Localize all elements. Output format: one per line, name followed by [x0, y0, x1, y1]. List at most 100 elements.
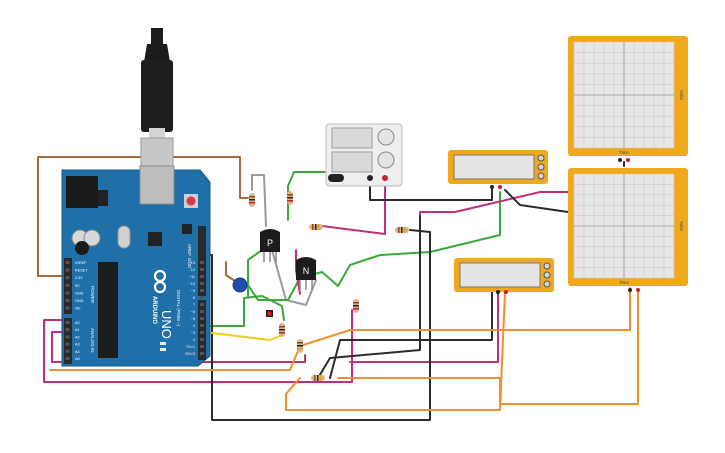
oscilloscope-top-probe-red[interactable] — [626, 158, 630, 162]
multimeter-bottom[interactable] — [454, 258, 554, 294]
resistor-1[interactable] — [249, 193, 255, 207]
digital-pin-hole[interactable] — [200, 296, 204, 299]
wire-green-low[interactable] — [203, 295, 285, 327]
digital-pin-hole[interactable] — [200, 310, 204, 313]
oscilloscope-top[interactable]: Time Volts — [568, 36, 688, 162]
voltage-knob[interactable] — [377, 128, 395, 146]
supply-display-current — [331, 151, 373, 173]
digital-pin-11: 2 — [193, 338, 195, 342]
supply-terminal-pos[interactable] — [382, 175, 388, 181]
power-pin-hole[interactable] — [65, 268, 70, 272]
power-pin-hole[interactable] — [65, 283, 70, 287]
analog-pin-hole[interactable] — [65, 357, 70, 360]
resistor-8[interactable] — [311, 375, 325, 381]
led-tx — [160, 348, 166, 351]
analog-pin-hole[interactable] — [65, 349, 70, 353]
wire-black-2[interactable] — [504, 189, 569, 213]
usb-cable[interactable] — [140, 28, 174, 169]
digital-pin-12: TX>1 — [186, 345, 195, 349]
digital-pin-9: 4 — [193, 324, 195, 328]
wire-orange-1[interactable] — [49, 287, 631, 371]
wire-black-5[interactable] — [329, 289, 493, 379]
atmega-chip — [98, 262, 118, 358]
pnp-transistor[interactable]: P — [260, 229, 280, 262]
analog-pin-hole[interactable] — [65, 342, 70, 346]
digital-pin-hole[interactable] — [200, 324, 204, 327]
wire-magenta-a0[interactable] — [51, 331, 306, 363]
analog-pin-hole[interactable] — [65, 321, 70, 324]
resistor-6[interactable] — [279, 323, 285, 337]
power-pin-hole[interactable] — [65, 299, 70, 302]
wire-green-left[interactable] — [247, 249, 263, 297]
digital-pin-hole[interactable] — [200, 345, 204, 348]
multimeter-bottom-probe-red[interactable] — [504, 290, 508, 294]
digital-pin-hole[interactable] — [200, 261, 204, 264]
power-pin-hole[interactable] — [65, 306, 70, 310]
digital-pin-hole[interactable] — [200, 338, 204, 341]
arduino-model: UNO — [159, 310, 174, 339]
digital-pin-2: ~11 — [189, 275, 195, 279]
multimeter-top[interactable] — [448, 150, 548, 189]
wire-brown-5v[interactable] — [37, 156, 249, 277]
resistor-2[interactable] — [287, 191, 293, 205]
power-pin-4: GND — [75, 291, 84, 295]
power-pin-hole[interactable] — [65, 291, 70, 295]
wire-orange-3[interactable] — [337, 291, 639, 405]
wire-orange-2[interactable] — [285, 291, 506, 411]
wire-black-1[interactable] — [369, 177, 493, 201]
wire-magenta-top[interactable] — [321, 177, 386, 235]
icsp-header — [182, 224, 192, 234]
wire-yellow[interactable] — [203, 331, 281, 341]
led-indicator[interactable] — [266, 310, 273, 317]
power-pin-6: Vin — [75, 307, 80, 311]
resistor-5[interactable] — [353, 299, 359, 313]
digital-pin-hole[interactable] — [200, 331, 204, 334]
led-l — [160, 342, 166, 345]
resistor-3[interactable] — [309, 224, 323, 230]
digital-pin-hole[interactable] — [200, 282, 204, 285]
oscilloscope-bottom-probe-red[interactable] — [636, 288, 640, 292]
arduino-brand: ARDUINO — [151, 296, 157, 324]
oscilloscope-top-probe-black[interactable] — [618, 158, 622, 162]
ceramic-capacitor[interactable] — [232, 277, 248, 293]
supply-switch[interactable] — [328, 174, 344, 182]
power-pin-hole[interactable] — [65, 261, 70, 264]
analog-pin-3: A3 — [75, 343, 80, 347]
resistor-4[interactable] — [395, 227, 409, 233]
multimeter-top-probe-black[interactable] — [490, 185, 494, 189]
oscilloscope-bottom-probe-black[interactable] — [628, 288, 632, 292]
digital-pin-hole[interactable] — [200, 289, 204, 292]
wire-grey-1[interactable] — [251, 174, 267, 227]
power-pin-hole[interactable] — [65, 276, 70, 280]
analog-pin-1: A1 — [75, 328, 80, 332]
supply-terminal-neg[interactable] — [367, 175, 373, 181]
analog-pin-2: A2 — [75, 335, 80, 339]
power-supply[interactable] — [325, 123, 403, 187]
digital-pin-hole[interactable] — [200, 317, 204, 320]
wire-black-4[interactable] — [317, 215, 421, 379]
resistor-7[interactable] — [297, 339, 303, 353]
digital-pin-hole[interactable] — [200, 275, 204, 278]
wire-magenta-lower[interactable] — [349, 289, 499, 363]
multimeter-top-probe-red[interactable] — [498, 185, 502, 189]
crystal — [117, 225, 131, 249]
wire-green-mid[interactable] — [247, 191, 501, 301]
wire-magenta-a1[interactable] — [43, 309, 353, 383]
current-knob[interactable] — [377, 151, 395, 169]
multimeter-bottom-probe-black[interactable] — [496, 290, 500, 294]
wire-grey-2[interactable] — [271, 249, 317, 306]
power-jack — [66, 176, 98, 208]
digital-pin-hole[interactable] — [200, 303, 204, 306]
digital-pin-hole[interactable] — [200, 352, 204, 355]
npn-transistor[interactable]: N — [296, 257, 316, 290]
oscilloscope-bottom[interactable]: Time Volts — [568, 168, 688, 292]
analog-pin-hole[interactable] — [65, 328, 70, 332]
oscilloscope-top-grid — [573, 41, 675, 149]
power-pin-5: GND — [75, 299, 84, 303]
wire-black-3[interactable] — [203, 229, 431, 421]
analog-pin-hole[interactable] — [65, 335, 70, 339]
digital-pin-hole[interactable] — [200, 268, 204, 271]
